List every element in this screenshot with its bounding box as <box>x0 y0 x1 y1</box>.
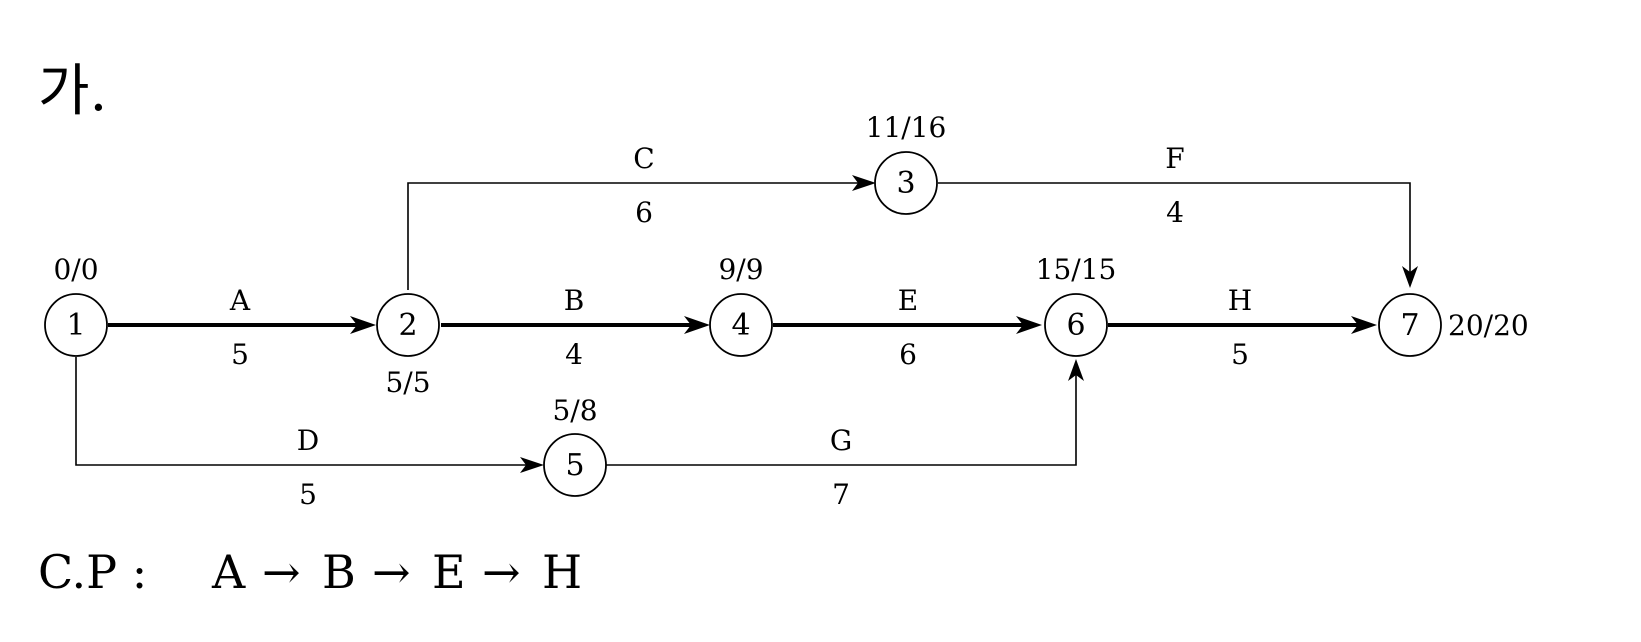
node-7: 7 <box>1378 293 1442 357</box>
node-5-time: 5/8 <box>552 394 597 427</box>
activity-E-name: E <box>898 284 918 317</box>
node-4: 4 <box>709 293 773 357</box>
activity-B-duration: 4 <box>565 338 583 371</box>
activity-H-duration: 5 <box>1231 338 1249 371</box>
node-7-time: 20/20 <box>1448 309 1529 342</box>
critical-path-arrow-3: → <box>482 545 521 599</box>
node-3-time: 11/16 <box>866 111 947 144</box>
node-6-time: 15/15 <box>1036 253 1117 286</box>
activity-F-duration: 4 <box>1166 196 1184 229</box>
node-3: 3 <box>874 151 938 215</box>
heading: 가. <box>38 59 107 124</box>
critical-path-arrow-1: → <box>262 545 301 599</box>
activity-A-duration: 5 <box>231 338 249 371</box>
node-4-label: 4 <box>731 308 750 343</box>
activity-A-name: A <box>229 284 251 317</box>
node-3-label: 3 <box>896 166 915 201</box>
activity-C-duration: 6 <box>635 196 653 229</box>
node-2-time: 5/5 <box>385 366 430 399</box>
arrowhead-E <box>1016 316 1042 334</box>
arrowhead-D <box>520 457 544 473</box>
node-2: 2 <box>376 293 440 357</box>
node-2-label: 2 <box>398 308 417 343</box>
edge-C <box>407 182 872 290</box>
arrowhead-F <box>1402 266 1418 288</box>
arrowhead-G <box>1068 359 1084 381</box>
activity-F-name: F <box>1165 142 1184 175</box>
arrowhead-B <box>684 316 710 334</box>
node-1-time: 0/0 <box>53 253 98 286</box>
activity-G-name: G <box>830 424 852 457</box>
arrowhead-A <box>350 316 376 334</box>
node-4-time: 9/9 <box>718 253 763 286</box>
activity-B-name: B <box>564 284 585 317</box>
activity-G-duration: 7 <box>832 478 850 511</box>
critical-path-step-B: B <box>322 545 356 599</box>
node-6-label: 6 <box>1066 308 1085 343</box>
node-5: 5 <box>543 433 607 497</box>
arrowhead-H <box>1351 316 1377 334</box>
node-6: 6 <box>1044 293 1108 357</box>
critical-path-arrow-2: → <box>372 545 411 599</box>
edge-G <box>606 365 1077 466</box>
activity-D-name: D <box>297 424 319 457</box>
edge-F <box>938 182 1411 282</box>
arrowhead-C <box>852 175 876 191</box>
activity-E-duration: 6 <box>899 338 917 371</box>
node-7-label: 7 <box>1400 308 1419 343</box>
activity-D-duration: 5 <box>299 478 317 511</box>
node-1-label: 1 <box>66 308 85 343</box>
critical-path-step-H: H <box>542 545 582 599</box>
critical-path-prefix: C.P : <box>38 545 147 599</box>
node-5-label: 5 <box>565 448 584 483</box>
critical-path: C.P : A → B → E → H <box>38 545 582 599</box>
edge-D <box>75 357 540 466</box>
node-1: 1 <box>44 293 108 357</box>
critical-path-step-A: A <box>211 545 246 599</box>
activity-C-name: C <box>633 142 654 175</box>
critical-path-step-E: E <box>432 545 466 599</box>
activity-H-name: H <box>1228 284 1252 317</box>
